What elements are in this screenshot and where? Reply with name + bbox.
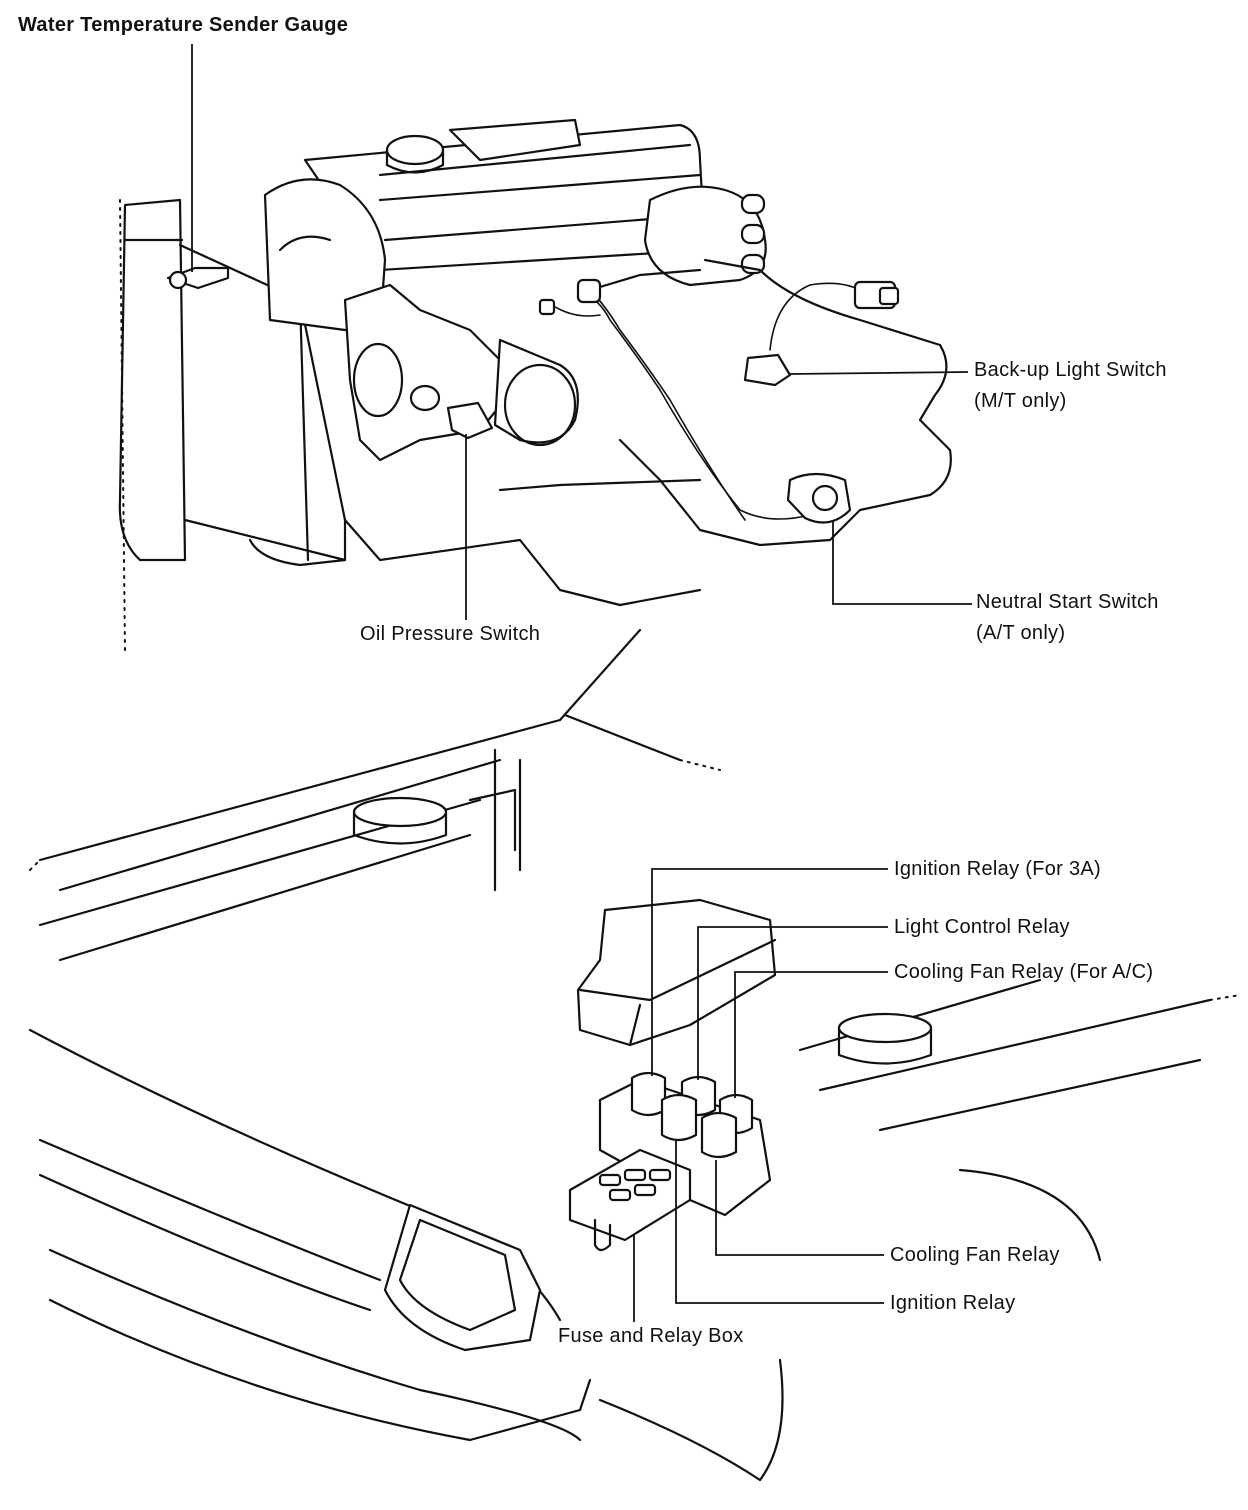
label-neutral-start-switch-note: (A/T only) bbox=[976, 622, 1066, 644]
label-cooling-fan-relay: Cooling Fan Relay bbox=[890, 1244, 1060, 1266]
label-oil-pressure-switch: Oil Pressure Switch bbox=[360, 623, 541, 645]
label-fuse-and-relay-box: Fuse and Relay Box bbox=[558, 1325, 744, 1347]
engine-bay-illustration bbox=[28, 628, 1241, 1482]
label-back-up-light-switch-note: (M/T only) bbox=[974, 390, 1067, 412]
leader-lines bbox=[191, 44, 972, 1322]
label-cooling-fan-relay-ac: Cooling Fan Relay (For A/C) bbox=[894, 961, 1154, 983]
engine-illustration bbox=[118, 118, 952, 651]
label-water-temperature-sender-gauge: Water Temperature Sender Gauge bbox=[18, 14, 349, 36]
label-ignition-relay: Ignition Relay bbox=[890, 1292, 1016, 1314]
relay-cluster bbox=[630, 1071, 754, 1159]
label-back-up-light-switch: Back-up Light Switch bbox=[974, 359, 1167, 381]
label-light-control-relay: Light Control Relay bbox=[894, 916, 1070, 938]
label-neutral-start-switch: Neutral Start Switch bbox=[976, 591, 1159, 613]
label-ignition-relay-3a: Ignition Relay (For 3A) bbox=[894, 858, 1101, 880]
